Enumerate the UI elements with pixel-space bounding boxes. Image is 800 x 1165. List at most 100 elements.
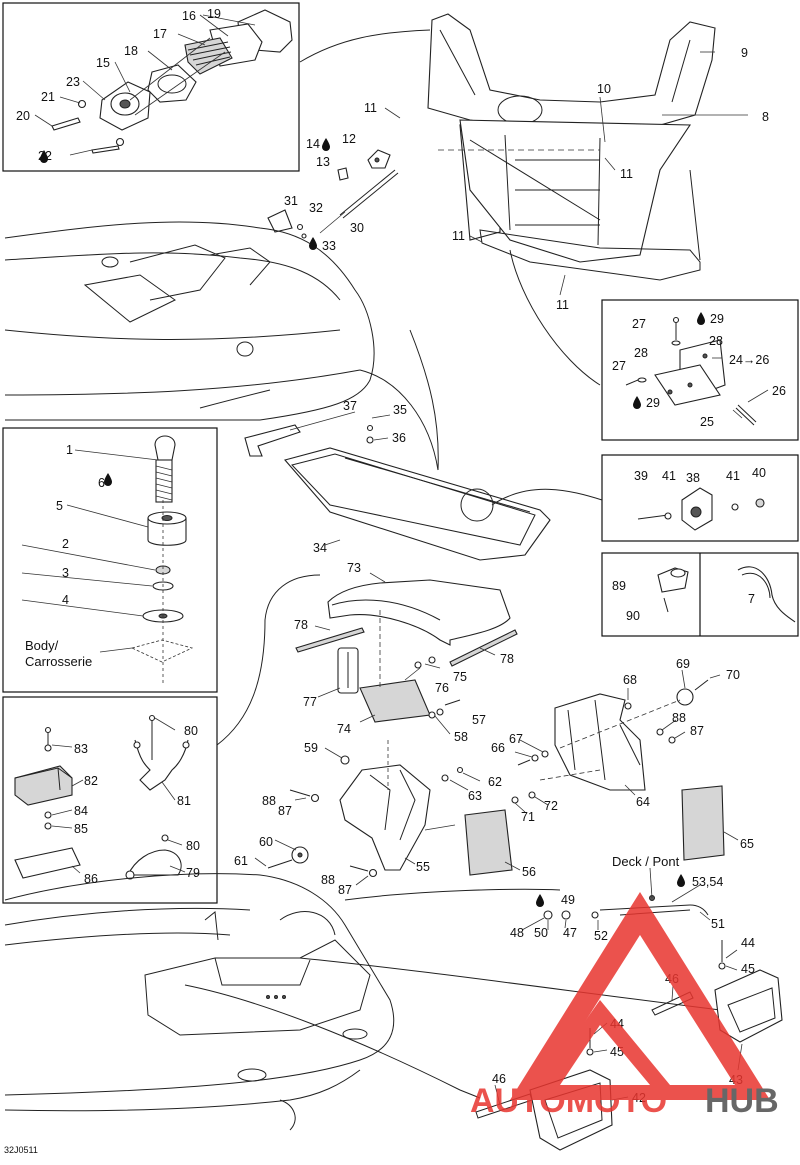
callout-number: 31 xyxy=(284,194,298,208)
glue-drop-icon xyxy=(677,874,685,887)
watermark-logo: AUTOMOTO HUB xyxy=(470,892,779,1120)
callout-number: 87 xyxy=(338,883,352,897)
callout-number: 37 xyxy=(343,399,357,413)
callout-number: 32 xyxy=(309,201,323,215)
glue-drop-icon xyxy=(633,396,641,409)
diagram-code: 32J0511 xyxy=(4,1145,38,1155)
watermark-brand-part1: AUTOMOTO xyxy=(470,1082,667,1120)
callout-number: 63 xyxy=(468,789,482,803)
callout-number: 48 xyxy=(510,926,524,940)
callout-number: 30 xyxy=(350,221,364,235)
leaders-tray xyxy=(289,411,391,546)
callout-number: 20 xyxy=(16,109,30,123)
callout-number: 75 xyxy=(453,670,467,684)
glue-drop-icon xyxy=(536,894,544,907)
callout-number: 25 xyxy=(700,415,714,429)
callout-number: 41 xyxy=(726,469,740,483)
callout-number: 11 xyxy=(620,167,633,181)
callout-number: 17 xyxy=(153,27,167,41)
deck-label: Deck / Pont xyxy=(612,854,680,869)
inset-box-bracket-assembly xyxy=(2,2,300,172)
callout-number: 52 xyxy=(594,929,608,943)
callout-number: 11 xyxy=(452,229,465,243)
latch-drawing xyxy=(637,487,765,531)
callout-number: 72 xyxy=(544,799,558,813)
hinge-drawing xyxy=(625,316,757,426)
callout-number: 66 xyxy=(491,741,505,755)
callout-number: 28 xyxy=(634,346,648,360)
inset-box-accessories xyxy=(2,696,218,904)
callout-number: 35 xyxy=(393,403,407,417)
callout-number: 55 xyxy=(416,860,430,874)
callout-number: 11 xyxy=(364,101,377,115)
callout-number: 83 xyxy=(74,742,88,756)
callout-number: 16 xyxy=(182,9,196,23)
callout-number: 24→26 xyxy=(729,353,769,367)
callout-number: 8 xyxy=(762,110,769,124)
callout-number: 22 xyxy=(38,149,52,163)
callout-number: 27 xyxy=(612,359,626,373)
glue-drop-icon xyxy=(309,237,317,250)
callout-number: 81 xyxy=(177,794,191,808)
leaders-hinge xyxy=(712,357,769,419)
callout-number: 77 xyxy=(303,695,317,709)
callout-number: 2 xyxy=(62,537,69,551)
callout-number: 65 xyxy=(740,837,754,851)
leaders-64 xyxy=(514,669,739,841)
body-label-line2: Carrosserie xyxy=(25,654,92,669)
callout-number: 80 xyxy=(184,724,198,738)
callout-number: 4 xyxy=(62,593,69,607)
inset-box-hinge xyxy=(601,299,799,441)
callout-number: 59 xyxy=(304,741,318,755)
callout-number: 86 xyxy=(84,872,98,886)
callout-number: 14 xyxy=(306,137,320,151)
callout-number: 57 xyxy=(472,713,486,727)
callout-number: 67 xyxy=(509,732,523,746)
callout-number: 7 xyxy=(748,592,755,606)
callout-number: 88 xyxy=(321,873,335,887)
callout-number: 9 xyxy=(741,46,748,60)
glue-drop-icon xyxy=(322,138,330,151)
callout-number: 39 xyxy=(634,469,648,483)
callout-number: 53,54 xyxy=(692,875,723,889)
callout-number: 40 xyxy=(752,466,766,480)
callout-number: 80 xyxy=(186,839,200,853)
callout-number: 44 xyxy=(741,936,755,950)
callout-number: 28 xyxy=(709,334,723,348)
callout-number: 38 xyxy=(686,471,700,485)
callout-number: 27 xyxy=(632,317,646,331)
bracket-55-drawing xyxy=(267,699,513,878)
callout-number: 70 xyxy=(726,668,740,682)
callout-number: 60 xyxy=(259,835,273,849)
bracket-assembly-drawing xyxy=(51,9,293,154)
callout-number: 82 xyxy=(84,774,98,788)
callout-number: 78 xyxy=(500,652,514,666)
callout-number: 50 xyxy=(534,926,548,940)
bumper-assembly-drawing xyxy=(130,435,194,685)
callout-number: 29 xyxy=(710,312,724,326)
callout-number: 64 xyxy=(636,795,650,809)
callout-number: 1 xyxy=(66,443,73,457)
inset-box-latch xyxy=(601,454,799,542)
callout-number: 6 xyxy=(98,476,105,490)
glue-drop-icon xyxy=(697,312,705,325)
callout-number: 58 xyxy=(454,730,468,744)
callout-number: 61 xyxy=(234,854,248,868)
callout-number: 79 xyxy=(186,866,200,880)
callout-number: 78 xyxy=(294,618,308,632)
hull-rear-drawing xyxy=(4,221,439,471)
storage-tray-drawing xyxy=(244,424,603,561)
glue-drop-icon xyxy=(40,150,48,163)
callout-number: 84 xyxy=(74,804,88,818)
callout-number: 26 xyxy=(772,384,786,398)
callout-number: 89 xyxy=(612,579,626,593)
callout-number: 11 xyxy=(556,298,569,312)
callout-number: 15 xyxy=(96,56,110,70)
callout-number: 12 xyxy=(342,132,356,146)
body-label-line1: Body/ xyxy=(25,638,59,653)
callout-number: 87 xyxy=(690,724,704,738)
callout-number: 71 xyxy=(521,810,535,824)
accessories-drawing xyxy=(14,714,190,880)
